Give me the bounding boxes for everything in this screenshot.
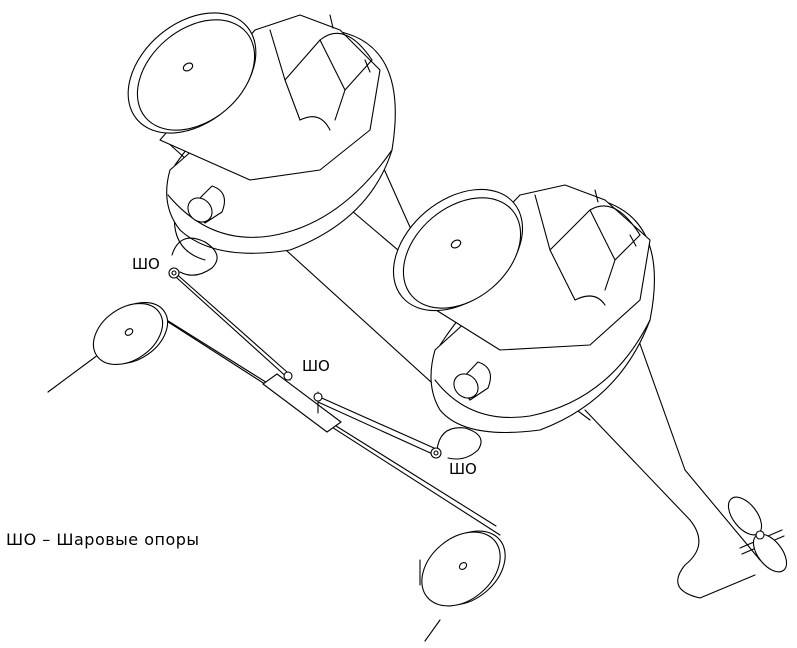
pulley-left xyxy=(92,301,169,366)
ball-joints xyxy=(168,267,442,459)
middle-bracket xyxy=(262,373,342,433)
pulley-right xyxy=(421,530,506,607)
upper-unit xyxy=(127,12,396,276)
linkage xyxy=(171,269,438,457)
propeller xyxy=(727,496,788,573)
ball-joint-middle-right xyxy=(313,392,323,402)
upper-housing xyxy=(159,14,381,181)
label-joint-middle: ШО xyxy=(302,357,330,375)
label-joint-bottom-right: ШО xyxy=(449,460,477,478)
label-joint-top-left: ШО xyxy=(132,255,160,273)
lower-housing xyxy=(419,184,651,351)
ball-joint-middle-left xyxy=(283,371,293,381)
lower-unit xyxy=(392,184,655,460)
legend-text: ШО – Шаровые опоры xyxy=(6,530,200,549)
